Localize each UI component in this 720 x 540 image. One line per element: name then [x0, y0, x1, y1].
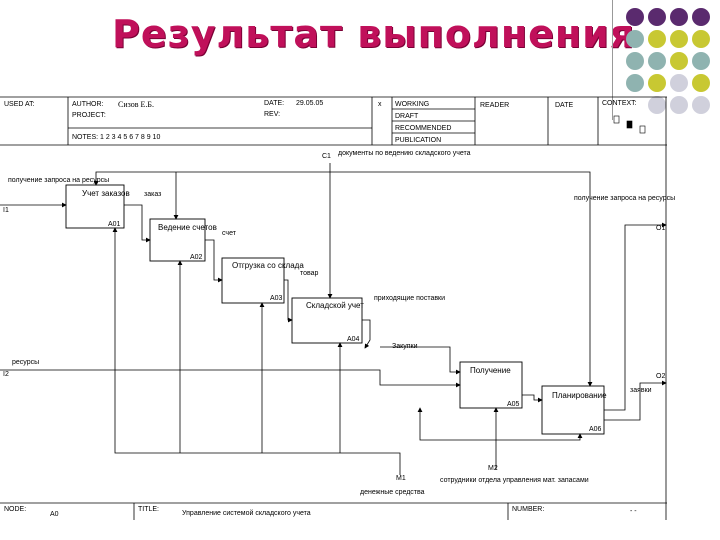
arrow-code: M1: [396, 475, 406, 482]
decor-dot: [626, 30, 644, 48]
activity-box: Ведение счетов A02: [149, 218, 217, 262]
author-label: AUTHOR:: [72, 101, 104, 108]
context-thumbnail: [613, 115, 646, 134]
arrow-code: I1: [3, 207, 9, 214]
activity-number: A05: [507, 401, 520, 408]
activity-number: A01: [108, 221, 121, 228]
date-label: DATE:: [264, 100, 284, 107]
decor-dot: [648, 30, 666, 48]
activity-box: Получение A05: [459, 361, 523, 409]
arrow-label-order: заказ: [144, 191, 161, 198]
arrow-label-c1: документы по ведению складского учета: [338, 150, 471, 157]
arrow-code: O2: [656, 373, 665, 380]
arrow-label-incoming: приходящие поставки: [374, 295, 445, 302]
notes: NOTES: 1 2 3 4 5 6 7 8 9 10: [72, 134, 160, 141]
status-check: x: [378, 101, 382, 108]
activity-number: A04: [347, 336, 360, 343]
decor-dot: [670, 74, 688, 92]
arrow-label-i2: ресурсы: [12, 359, 39, 366]
arrow-label-m2: сотрудники отдела управления мат. запаса…: [440, 477, 589, 484]
activity-number: A02: [190, 254, 203, 261]
status-recommended: RECOMMENDED: [395, 125, 451, 132]
decor-dot: [692, 96, 710, 114]
arrow-label-invoice: счет: [222, 230, 237, 237]
number-label: NUMBER:: [512, 506, 544, 513]
activity-label: Учет заказов: [82, 189, 130, 198]
arrow-label-goods: товар: [300, 270, 319, 277]
project-label: PROJECT:: [72, 112, 106, 119]
arrow-code: I2: [3, 371, 9, 378]
decor-dot: [648, 96, 666, 114]
decor-dot: [670, 96, 688, 114]
decor-dot: [626, 52, 644, 70]
number-value: - -: [630, 508, 637, 515]
activity-label: Ведение счетов: [158, 223, 217, 232]
activity-label: Планирование: [552, 391, 607, 400]
activity-box: Планирование A06: [541, 385, 607, 435]
node-value: A0: [50, 511, 59, 518]
decor-dot: [648, 74, 666, 92]
decor-dot: [670, 30, 688, 48]
decor-dot: [692, 30, 710, 48]
activity-label: Складской учет: [306, 301, 364, 310]
status-draft: DRAFT: [395, 113, 419, 120]
decor-dot: [648, 8, 666, 26]
diagram-frame: [0, 96, 667, 520]
activity-label: Получение: [470, 366, 511, 375]
arrow-lines: [0, 163, 667, 475]
diagram-title: Управление системой складского учета: [182, 509, 311, 517]
arrow-code: M2: [488, 465, 498, 472]
rev-label: REV:: [264, 111, 280, 118]
decor-dot: [626, 8, 644, 26]
decor-divider: [612, 0, 613, 120]
decor-dot: [626, 74, 644, 92]
decor-dot: [648, 52, 666, 70]
node-label: NODE:: [4, 506, 26, 513]
arrow-code: C1: [322, 153, 331, 160]
decor-dot: [670, 8, 688, 26]
activity-label: Отгрузка со склада: [232, 261, 304, 270]
used-at-label: USED AT:: [4, 101, 35, 108]
status-working: WORKING: [395, 101, 429, 108]
date-col-label: DATE: [555, 102, 573, 109]
arrow-label-o1: получение запроса на ресурсы: [574, 195, 675, 202]
arrow-label-purchases: Закупки: [392, 343, 418, 350]
activity-box: Отгрузка со склада A03: [221, 257, 304, 304]
activity-box: Складской учет A04: [291, 297, 364, 344]
activity-number: A06: [589, 426, 602, 433]
title-label: TITLE:: [138, 506, 159, 513]
decor-dot: [692, 8, 710, 26]
decor-dot: [692, 74, 710, 92]
arrow-label-i1: получение запроса на ресурсы: [8, 177, 109, 184]
arrow-label-o2: заявки: [630, 387, 652, 394]
status-publication: PUBLICATION: [395, 137, 441, 144]
date-value: 29.05.05: [296, 100, 323, 107]
decor-dot: [692, 52, 710, 70]
arrow-label-m1: денежные средства: [360, 489, 425, 496]
author-value: Сизов Е.Б.: [118, 100, 154, 109]
context-label: CONTEXT:: [602, 100, 637, 107]
decor-dot: [670, 52, 688, 70]
arrow-code: O1: [656, 225, 665, 232]
activity-number: A03: [270, 295, 283, 302]
activity-box: Учет заказов A01: [65, 184, 130, 229]
reader-label: READER: [480, 102, 509, 109]
